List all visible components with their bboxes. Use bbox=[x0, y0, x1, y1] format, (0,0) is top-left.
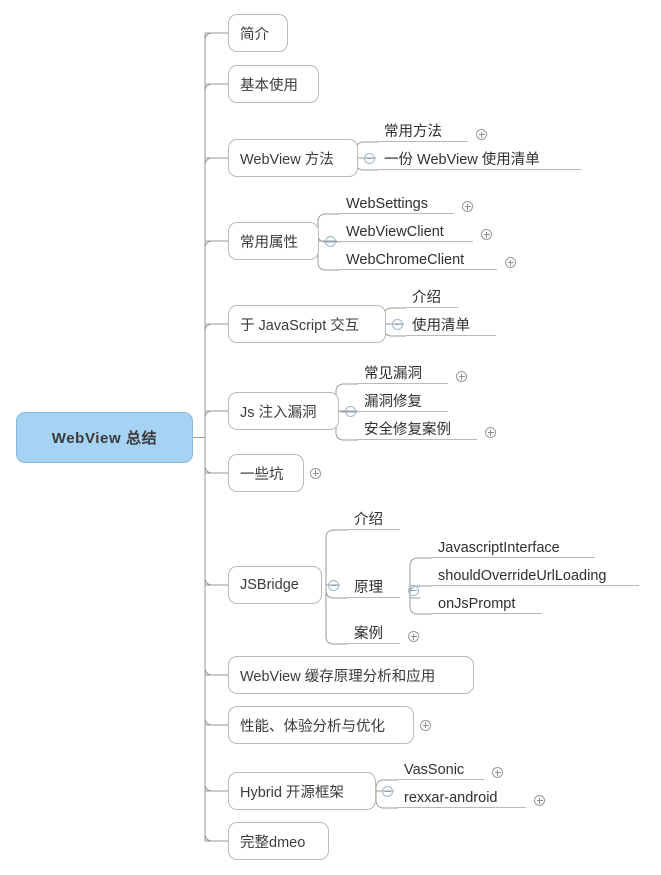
toggle-plus-node[interactable] bbox=[476, 129, 487, 140]
branch-node-label: 简介 bbox=[240, 26, 269, 43]
branch-node-node[interactable]: 一些坑 bbox=[228, 454, 304, 492]
toggle-plus-webviewclient[interactable] bbox=[481, 229, 492, 240]
branch-node-node[interactable]: 简介 bbox=[228, 14, 288, 52]
leaf-node-label: shouldOverrideUrlLoading bbox=[438, 567, 607, 584]
toggle-minus-js[interactable] bbox=[345, 405, 356, 417]
sub-node-label: 一份 WebView 使用清单 bbox=[384, 151, 540, 168]
branch-node-node[interactable]: 基本使用 bbox=[228, 65, 319, 103]
toggle-minus-hybrid[interactable] bbox=[382, 785, 393, 797]
branch-node-hybrid[interactable]: Hybrid 开源框架 bbox=[228, 772, 376, 810]
branch-node-javascript[interactable]: 于 JavaScript 交互 bbox=[228, 305, 386, 343]
sub-node-node[interactable]: 介绍 bbox=[406, 284, 458, 308]
branch-node-dmeo[interactable]: 完整dmeo bbox=[228, 822, 329, 860]
sub-node-label: VasSonic bbox=[404, 761, 465, 778]
sub-node-rexxar-android[interactable]: rexxar-android bbox=[398, 784, 526, 808]
leaf-node-onjsprompt[interactable]: onJsPrompt bbox=[432, 590, 542, 614]
branch-node-label: Hybrid 开源框架 bbox=[240, 784, 344, 801]
branch-node-label: 性能、体验分析与优化 bbox=[240, 718, 385, 735]
toggle-plus-node[interactable] bbox=[456, 371, 467, 382]
sub-node-label: 案例 bbox=[354, 625, 383, 642]
sub-node-vassonic[interactable]: VasSonic bbox=[398, 756, 484, 780]
branch-node-webview[interactable]: WebView 缓存原理分析和应用 bbox=[228, 656, 474, 694]
toggle-minus-node[interactable] bbox=[325, 235, 336, 247]
branch-node-jsbridge[interactable]: JSBridge bbox=[228, 566, 322, 604]
sub-node-node[interactable]: 使用清单 bbox=[406, 312, 496, 336]
sub-node-websettings[interactable]: WebSettings bbox=[340, 190, 454, 214]
branch-node-label: JSBridge bbox=[240, 577, 299, 593]
toggle-plus-rexxar-android[interactable] bbox=[534, 795, 545, 806]
sub-node-node[interactable]: 介绍 bbox=[348, 506, 400, 530]
toggle-minus-node[interactable] bbox=[408, 585, 419, 596]
leaf-node-label: JavascriptInterface bbox=[438, 539, 560, 556]
leaf-node-shouldoverrideurlloading[interactable]: shouldOverrideUrlLoading bbox=[432, 562, 639, 586]
toggle-minus-webview[interactable] bbox=[364, 152, 375, 164]
sub-node-label: 原理 bbox=[354, 579, 383, 596]
branch-node-node[interactable]: 常用属性 bbox=[228, 222, 319, 260]
sub-node-webview[interactable]: 一份 WebView 使用清单 bbox=[378, 146, 581, 170]
toggle-plus-websettings[interactable] bbox=[462, 201, 473, 212]
branch-node-label: WebView 方法 bbox=[240, 151, 334, 168]
branch-node-label: 于 JavaScript 交互 bbox=[240, 317, 360, 334]
branch-node-node[interactable]: 性能、体验分析与优化 bbox=[228, 706, 414, 744]
branch-node-label: WebView 缓存原理分析和应用 bbox=[240, 668, 436, 685]
sub-node-label: WebSettings bbox=[346, 195, 428, 212]
sub-node-node[interactable]: 常见漏洞 bbox=[358, 360, 448, 384]
root-node[interactable]: WebView 总结 bbox=[16, 412, 193, 463]
branch-node-webview[interactable]: WebView 方法 bbox=[228, 139, 358, 177]
sub-node-label: 常用方法 bbox=[384, 123, 442, 140]
sub-node-label: 介绍 bbox=[354, 511, 383, 528]
toggle-plus-webchromeclient[interactable] bbox=[505, 257, 516, 268]
sub-node-webviewclient[interactable]: WebViewClient bbox=[340, 218, 473, 242]
sub-node-node[interactable]: 常用方法 bbox=[378, 118, 468, 142]
toggle-minus-javascript[interactable] bbox=[392, 318, 403, 330]
sub-node-node[interactable]: 安全修复案例 bbox=[358, 416, 477, 440]
sub-node-label: WebChromeClient bbox=[346, 251, 465, 268]
sub-node-webchromeclient[interactable]: WebChromeClient bbox=[340, 246, 497, 270]
sub-node-node[interactable]: 案例 bbox=[348, 620, 400, 644]
sub-node-label: 介绍 bbox=[412, 289, 441, 306]
sub-node-label: 使用清单 bbox=[412, 317, 470, 334]
sub-node-label: rexxar-android bbox=[404, 789, 498, 806]
branch-node-label: 常用属性 bbox=[240, 234, 298, 251]
root-node-label: WebView 总结 bbox=[51, 430, 158, 447]
branch-node-label: 基本使用 bbox=[240, 77, 298, 94]
toggle-minus-jsbridge[interactable] bbox=[328, 579, 339, 591]
leaf-node-label: onJsPrompt bbox=[438, 595, 516, 612]
sub-node-node[interactable]: 原理 bbox=[348, 574, 400, 598]
branch-node-label: 一些坑 bbox=[240, 466, 284, 483]
toggle-plus-node[interactable] bbox=[310, 467, 321, 479]
toggle-plus-node[interactable] bbox=[420, 719, 431, 731]
branch-node-label: Js 注入漏洞 bbox=[240, 404, 317, 421]
sub-node-node[interactable]: 漏洞修复 bbox=[358, 388, 448, 412]
sub-node-label: 安全修复案例 bbox=[364, 421, 451, 438]
branch-node-js[interactable]: Js 注入漏洞 bbox=[228, 392, 339, 430]
toggle-plus-node[interactable] bbox=[485, 427, 496, 438]
branch-node-label: 完整dmeo bbox=[240, 834, 306, 851]
leaf-node-javascriptinterface[interactable]: JavascriptInterface bbox=[432, 534, 595, 558]
sub-node-label: WebViewClient bbox=[346, 223, 444, 240]
toggle-plus-node[interactable] bbox=[408, 631, 419, 642]
sub-node-label: 漏洞修复 bbox=[364, 393, 422, 410]
sub-node-label: 常见漏洞 bbox=[364, 365, 422, 382]
toggle-plus-vassonic[interactable] bbox=[492, 767, 503, 778]
